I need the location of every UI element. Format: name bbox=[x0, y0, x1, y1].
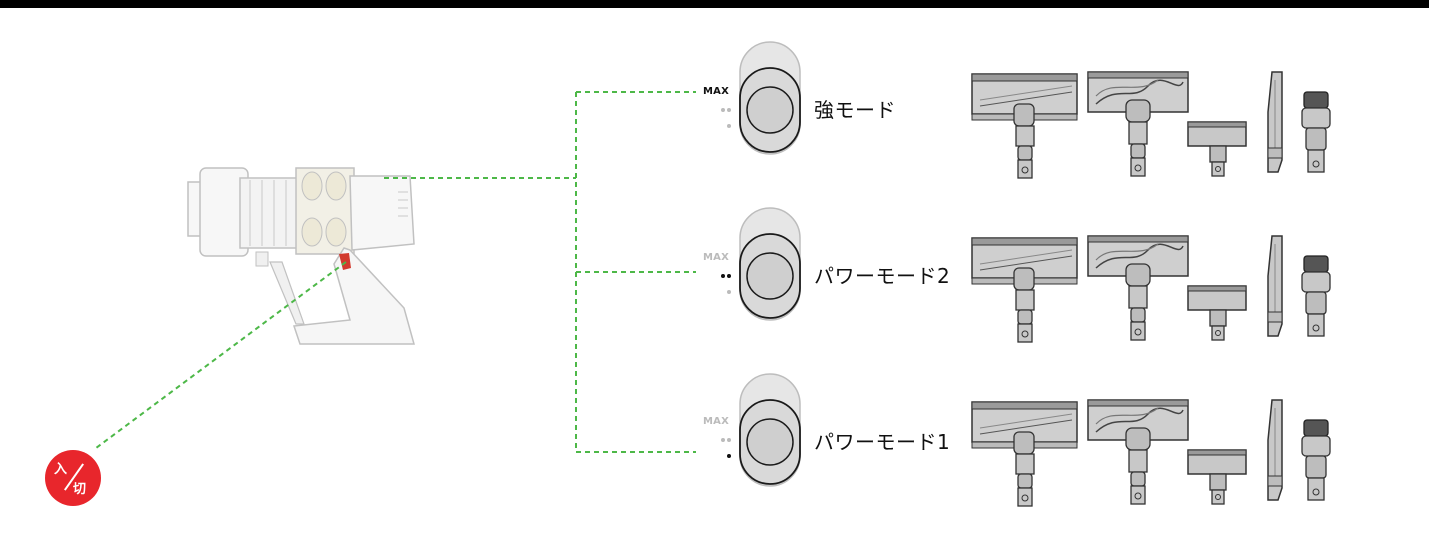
mini-motorhead-icon bbox=[1187, 121, 1247, 177]
crevice-tool-icon bbox=[1267, 71, 1283, 173]
power-off-label: 切 bbox=[73, 482, 87, 497]
combination-tool-icon bbox=[1301, 419, 1331, 501]
top-bar bbox=[0, 0, 1429, 8]
mode-label-power-2: パワーモード2 bbox=[814, 264, 951, 288]
motorhead-brush-icon bbox=[971, 73, 1078, 179]
crevice-tool-icon bbox=[1267, 235, 1283, 337]
crevice-tool-icon bbox=[1267, 399, 1283, 501]
vacuum-illustration bbox=[187, 167, 415, 345]
max-label-1: MAX bbox=[703, 86, 730, 97]
attachments-row-3 bbox=[971, 399, 1331, 507]
motorhead-brush-icon bbox=[971, 401, 1078, 507]
mode-label-power-1: パワーモード1 bbox=[814, 430, 951, 454]
fluffy-brush-icon bbox=[1087, 235, 1189, 341]
mode-switch-3 bbox=[721, 373, 801, 487]
attachments-row-2 bbox=[971, 235, 1331, 343]
mini-motorhead-icon bbox=[1187, 285, 1247, 341]
power-toggle-icon: 入 切 bbox=[45, 450, 101, 506]
combination-tool-icon bbox=[1301, 91, 1331, 173]
fluffy-brush-icon bbox=[1087, 71, 1189, 177]
power-on-label: 入 bbox=[54, 462, 68, 477]
combination-tool-icon bbox=[1301, 255, 1331, 337]
fluffy-brush-icon bbox=[1087, 399, 1189, 505]
mode-label-strong: 強モード bbox=[814, 98, 896, 122]
motorhead-brush-icon bbox=[971, 237, 1078, 343]
connector-lines bbox=[95, 91, 696, 453]
attachments-row-1 bbox=[971, 71, 1331, 179]
mini-motorhead-icon bbox=[1187, 449, 1247, 505]
max-label-3: MAX bbox=[703, 416, 730, 427]
max-label-2: MAX bbox=[703, 252, 730, 263]
mode-switch-2 bbox=[721, 207, 801, 321]
mode-switch-1 bbox=[721, 41, 801, 155]
